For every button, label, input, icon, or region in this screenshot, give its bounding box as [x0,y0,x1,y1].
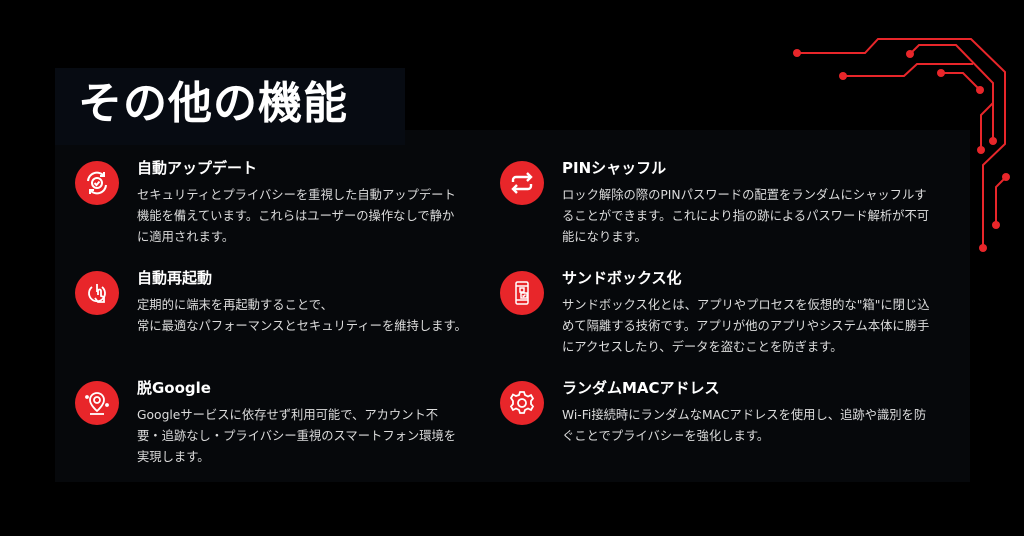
feature-degoogle: 脱Google Googleサービスに依存せず利用可能で、アカウント不 要・追跡… [75,379,485,487]
feature-title: ランダムMACアドレス [562,379,720,397]
sandbox-phone-icon [500,271,544,315]
feature-pin-shuffle: PINシャッフル ロック解除の際のPINパスワードの配置をランダムにシャッフルす… [500,159,929,267]
feature-title: 自動アップデート [137,159,258,177]
feature-sandbox: サンドボックス化 サンドボックス化とは、アプリやプロセスを仮想的な"箱"に閉じ込… [500,269,930,377]
feature-description: サンドボックス化とは、アプリやプロセスを仮想的な"箱"に閉じ込 めて隔離する技術… [562,298,930,354]
feature-auto-restart: 自動再起動 定期的に端末を再起動することで、 常に最適なパフォーマンスとセキュリ… [75,269,485,377]
feature-title: 脱Google [137,379,211,397]
gear-icon [500,381,544,425]
title-block [55,68,405,145]
page-title: その他の機能 [78,78,348,129]
feature-description: セキュリティとプライバシーを重視した自動アップデート 機能を備えています。これら… [137,188,456,244]
location-pin-icon [75,381,119,425]
feature-title: サンドボックス化 [562,269,682,287]
feature-title: 自動再起動 [137,269,213,287]
feature-title: PINシャッフル [562,159,667,177]
feature-random-mac: ランダムMACアドレス Wi-Fi接続時にランダムなMACアドレスを使用し、追跡… [500,379,926,487]
feature-description: Wi-Fi接続時にランダムなMACアドレスを使用し、追跡や識別を防 ぐことでプラ… [562,408,927,443]
feature-description: 定期的に端末を再起動することで、 常に最適なパフォーマンスとセキュリティーを維持… [137,298,467,333]
feature-description: ロック解除の際のPINパスワードの配置をランダムにシャッフルす ることができます… [562,188,930,244]
refresh-check-icon [75,161,119,205]
feature-auto-update: 自動アップデート セキュリティとプライバシーを重視した自動アップデート 機能を備… [75,159,485,267]
shuffle-arrows-icon [500,161,544,205]
feature-description: Googleサービスに依存せず利用可能で、アカウント不 要・追跡なし・プライバシ… [137,408,457,464]
power-touch-icon [75,271,119,315]
